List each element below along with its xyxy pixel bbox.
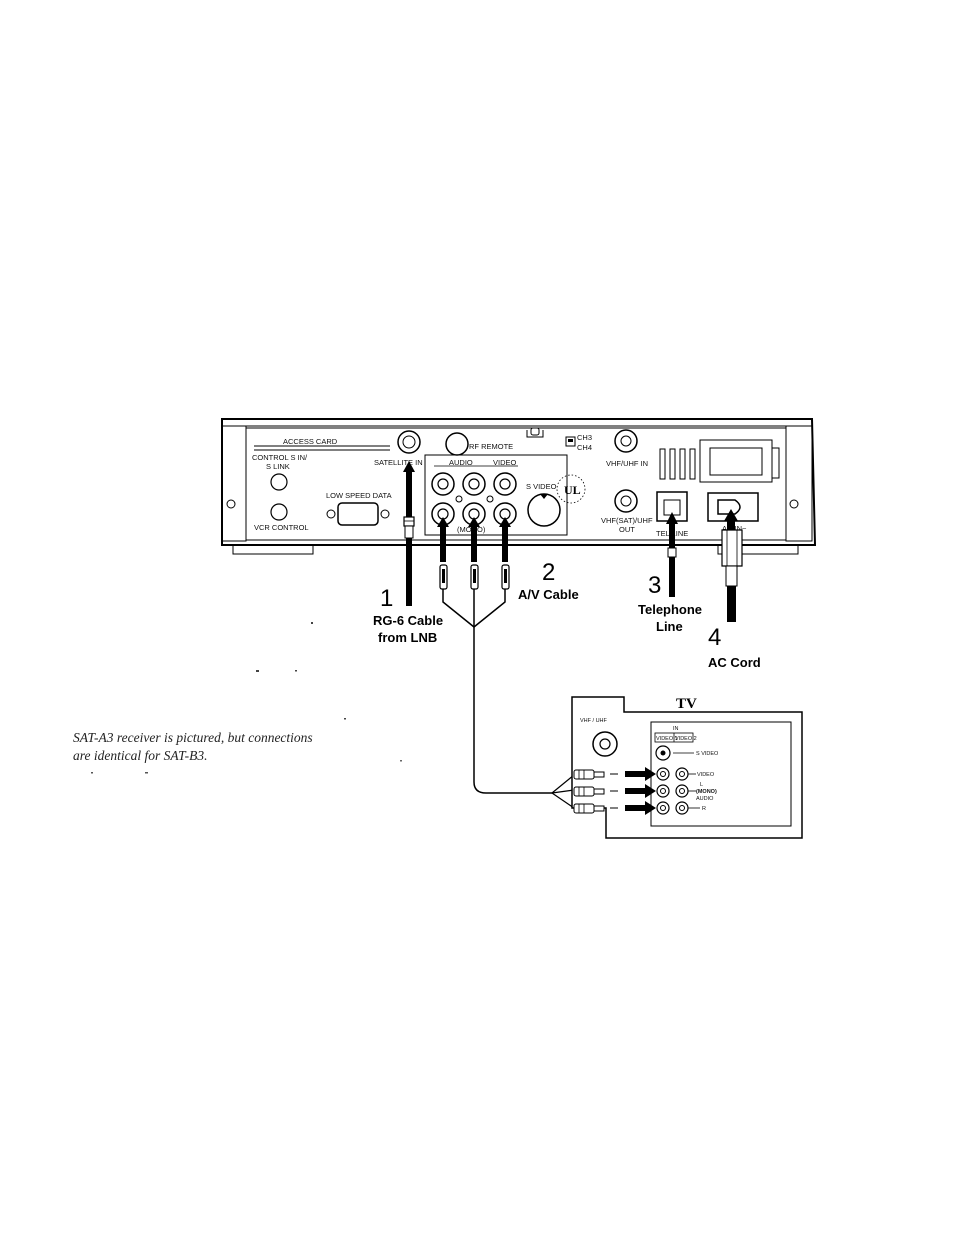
- tv-video2-label: VIDEO 2: [675, 736, 697, 742]
- ul-listed-mark: [556, 474, 586, 504]
- tv-audio-r-label: R: [702, 806, 706, 812]
- vcr-control-jack: [270, 503, 288, 521]
- vhf-sat-uhf-out-jack: [614, 489, 638, 513]
- ventilation-slots: [659, 448, 696, 480]
- access-card-label: ACCESS CARD: [283, 437, 338, 446]
- vcr-control-label: VCR CONTROL: [254, 523, 309, 532]
- tv-title: TV: [676, 696, 697, 712]
- av-cable-connection: [437, 517, 575, 809]
- tv-mono-label: (MONO): [696, 789, 717, 795]
- tv-vhf-uhf-jack: [592, 731, 618, 757]
- ul-mark-text: UL: [564, 483, 581, 497]
- tv-video-label: VIDEO: [697, 772, 715, 778]
- vhf-uhf-in-jack: [614, 429, 638, 453]
- low-speed-data-label: LOW SPEED DATA: [326, 491, 392, 500]
- step-1-number: 1: [380, 585, 393, 612]
- figure-caption: SAT-A3 receiver is pictured, but connect…: [73, 729, 343, 765]
- tv-input-arrows: [625, 767, 656, 815]
- s-video-out-label: S VIDEO: [526, 482, 557, 491]
- tv-s-video-jack: [655, 745, 671, 761]
- tv-in-label: IN: [673, 726, 679, 732]
- rg6-cable-connection: [403, 461, 415, 606]
- step-2-label: A/V Cable: [518, 587, 579, 602]
- audio-out-label: AUDIO: [449, 458, 473, 467]
- step-1-label-line2: from LNB: [378, 630, 437, 645]
- ch4-label: CH4: [577, 443, 592, 452]
- control-s-in-label: CONTROL S IN/: [252, 453, 308, 462]
- tv-rca-plugs: [573, 769, 618, 814]
- tv-audio-label: AUDIO: [696, 796, 714, 802]
- caption-line-2: are identical for SAT-B3.: [73, 748, 208, 763]
- vhf-uhf-in-label: VHF/UHF IN: [606, 459, 648, 468]
- out-label: OUT: [619, 525, 635, 534]
- caption-line-1: SAT-A3 receiver is pictured, but connect…: [73, 730, 313, 745]
- rca-jacks-top-row: [431, 472, 517, 496]
- vhf-sat-uhf-out-label: VHF(SAT)/UHF: [601, 516, 653, 525]
- step-3-label-line1: Telephone: [638, 602, 702, 617]
- av-jack-block: [424, 454, 568, 536]
- low-speed-data-port: [337, 502, 379, 526]
- step-3-number: 3: [648, 572, 661, 599]
- tv-rear-panel: TV VHF / UHF IN VIDEO 1 VIDEO 2 S VIDEO …: [571, 696, 803, 839]
- tv-s-video-label: S VIDEO: [696, 751, 719, 757]
- ch3-ch4-switch: [565, 436, 576, 447]
- step-1-label-line1: RG-6 Cable: [373, 613, 443, 628]
- ch3-label: CH3: [577, 433, 592, 442]
- satellite-in-label: SATELLITE IN: [374, 458, 423, 467]
- scan-specks: [91, 622, 402, 774]
- s-link-label: S LINK: [266, 462, 290, 471]
- receiver-rear-panel: ACCESS CARD CONTROL S IN/ S LINK VCR CON…: [221, 418, 817, 555]
- ac-cord-connection: [721, 509, 743, 622]
- rf-remote-label: RF REMOTE: [469, 442, 513, 451]
- satellite-in-jack: [397, 430, 421, 454]
- tv-vhf-uhf-label: VHF / UHF: [580, 718, 608, 724]
- video-out-label: VIDEO: [493, 458, 517, 467]
- telephone-line-connection: [666, 512, 678, 597]
- s-link-jack: [270, 473, 288, 491]
- step-4-label: AC Cord: [708, 655, 761, 670]
- tv-video1-label: VIDEO 1: [656, 736, 678, 742]
- step-3-label-line2: Line: [656, 619, 683, 634]
- step-2-number: 2: [542, 559, 555, 586]
- step-4-number: 4: [708, 624, 721, 651]
- tv-audio-l-label: L: [700, 782, 703, 788]
